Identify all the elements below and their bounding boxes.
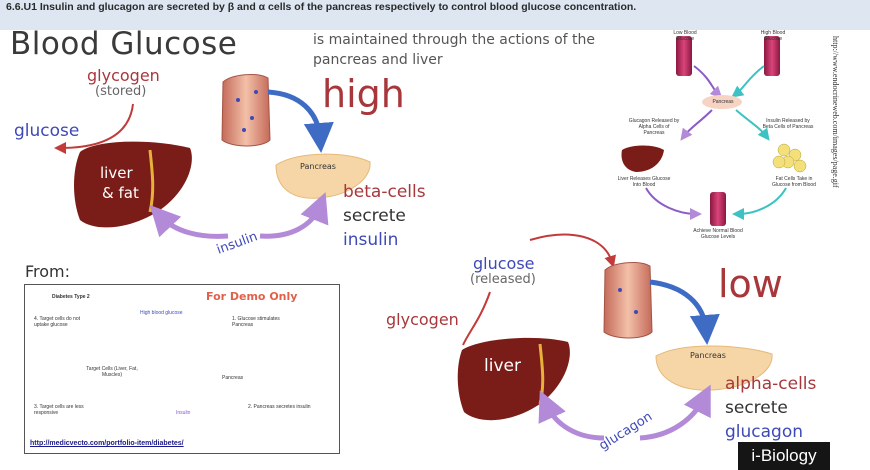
liver-fat-label-2: & fat: [102, 184, 139, 202]
alpha-cells-label: alpha-cells: [725, 374, 817, 394]
demo-title: Diabetes Type 2: [52, 294, 90, 300]
header-text: 6.6.U1 Insulin and glucagon are secreted…: [6, 1, 637, 13]
from-label: From:: [25, 262, 71, 281]
demo-target-label: Target Cells (Liver, Fat, Muscles): [86, 366, 138, 378]
beta-cells-label: beta-cells: [343, 182, 426, 202]
mini-fat-label: Fat Cells Take in Glucose from Blood: [772, 176, 816, 188]
mini-liver: [621, 145, 664, 172]
demo-vessel-label: High blood glucose: [140, 310, 183, 316]
liver-fat-label: liver: [100, 164, 133, 182]
mini-normal-label: Achieve Normal Blood Glucose Levels: [693, 228, 743, 240]
demo-pancreas-label: Pancreas: [222, 375, 244, 381]
mini-low-bg: Low Blood Glucose: [673, 30, 697, 42]
tube-normal-glucose: [710, 192, 726, 226]
glucose-released-label: glucose: [473, 254, 535, 273]
demo-insulin-label: Insulin: [176, 410, 191, 416]
blood-vessel-low: [603, 262, 653, 339]
secrete-label-low: secrete: [725, 398, 788, 418]
demo-watermark: For Demo Only: [206, 290, 298, 303]
demo-source-link[interactable]: http://medicvecto.com/portfolio-item/dia…: [30, 440, 184, 447]
mini-insulin: Insulin Released by Beta Cells of Pancre…: [762, 118, 814, 130]
page-title: Blood Glucose: [10, 26, 238, 62]
pancreas-label-high: Pancreas: [300, 162, 336, 171]
liver-low-shape: [457, 337, 570, 421]
page-subtitle: is maintained through the actions of the…: [313, 32, 596, 68]
glucagon-arrow-left: [538, 390, 605, 441]
pancreas-high-shape: [275, 153, 371, 199]
insulin-label: insulin: [343, 230, 399, 250]
glucose-label-high: glucose: [14, 121, 80, 141]
blood-vessel-high: [221, 74, 271, 147]
glucagon-label: glucagon: [725, 422, 804, 442]
demo-step4: 4. Target cells do not uptake glucose: [34, 316, 81, 328]
liver-label-low: liver: [484, 356, 521, 376]
mini-glucagon: Glucagon Released by Alpha Cells of Panc…: [628, 118, 680, 136]
glycogen-label-low: glycogen: [386, 310, 459, 329]
glycogen-to-glucose-arrow: [54, 103, 134, 154]
side-source-url: http://www.endocrineweb.com/images/page.…: [831, 36, 840, 188]
demo-step2: 2. Pancreas secretes insulin: [248, 404, 311, 410]
demo-step3: 3. Target cells are less responsive: [34, 404, 84, 416]
insulin-arrow-left: [149, 205, 229, 239]
mini-high-bg: High Blood Glucose: [760, 30, 786, 42]
header-bar: [0, 0, 870, 30]
low-label: low: [718, 262, 783, 306]
stored-label: (stored): [95, 84, 147, 99]
pancreas-low-shape: [655, 345, 773, 391]
mini-liver-label: Liver Releases Glucose Into Blood: [617, 176, 671, 188]
glucose-release-arrow: [529, 233, 616, 268]
glycogen-stored-label: glycogen: [87, 66, 160, 85]
demo-step1: 1. Glucose stimulates Pancreas: [232, 316, 280, 328]
demo-image-frame: [24, 284, 340, 454]
mini-pancreas: [702, 95, 742, 109]
glycogen-release-curve: [462, 291, 491, 346]
tube-high-glucose: [764, 36, 780, 76]
mini-pancreas-label: Pancreas: [712, 99, 734, 105]
tube-low-glucose: [676, 36, 692, 76]
vessel-to-pancreas-arrow-low: [649, 279, 720, 345]
released-label: (released): [470, 272, 536, 287]
mini-fat-cells: [772, 143, 807, 173]
insulin-arrow-right: [259, 192, 329, 239]
brand-badge: i-Biology: [738, 442, 830, 470]
secrete-label-high: secrete: [343, 206, 406, 226]
vessel-to-pancreas-arrow: [267, 89, 334, 153]
high-label: high: [322, 72, 405, 116]
glucagon-arrow-right: [639, 384, 711, 441]
pancreas-label-low: Pancreas: [690, 351, 726, 360]
